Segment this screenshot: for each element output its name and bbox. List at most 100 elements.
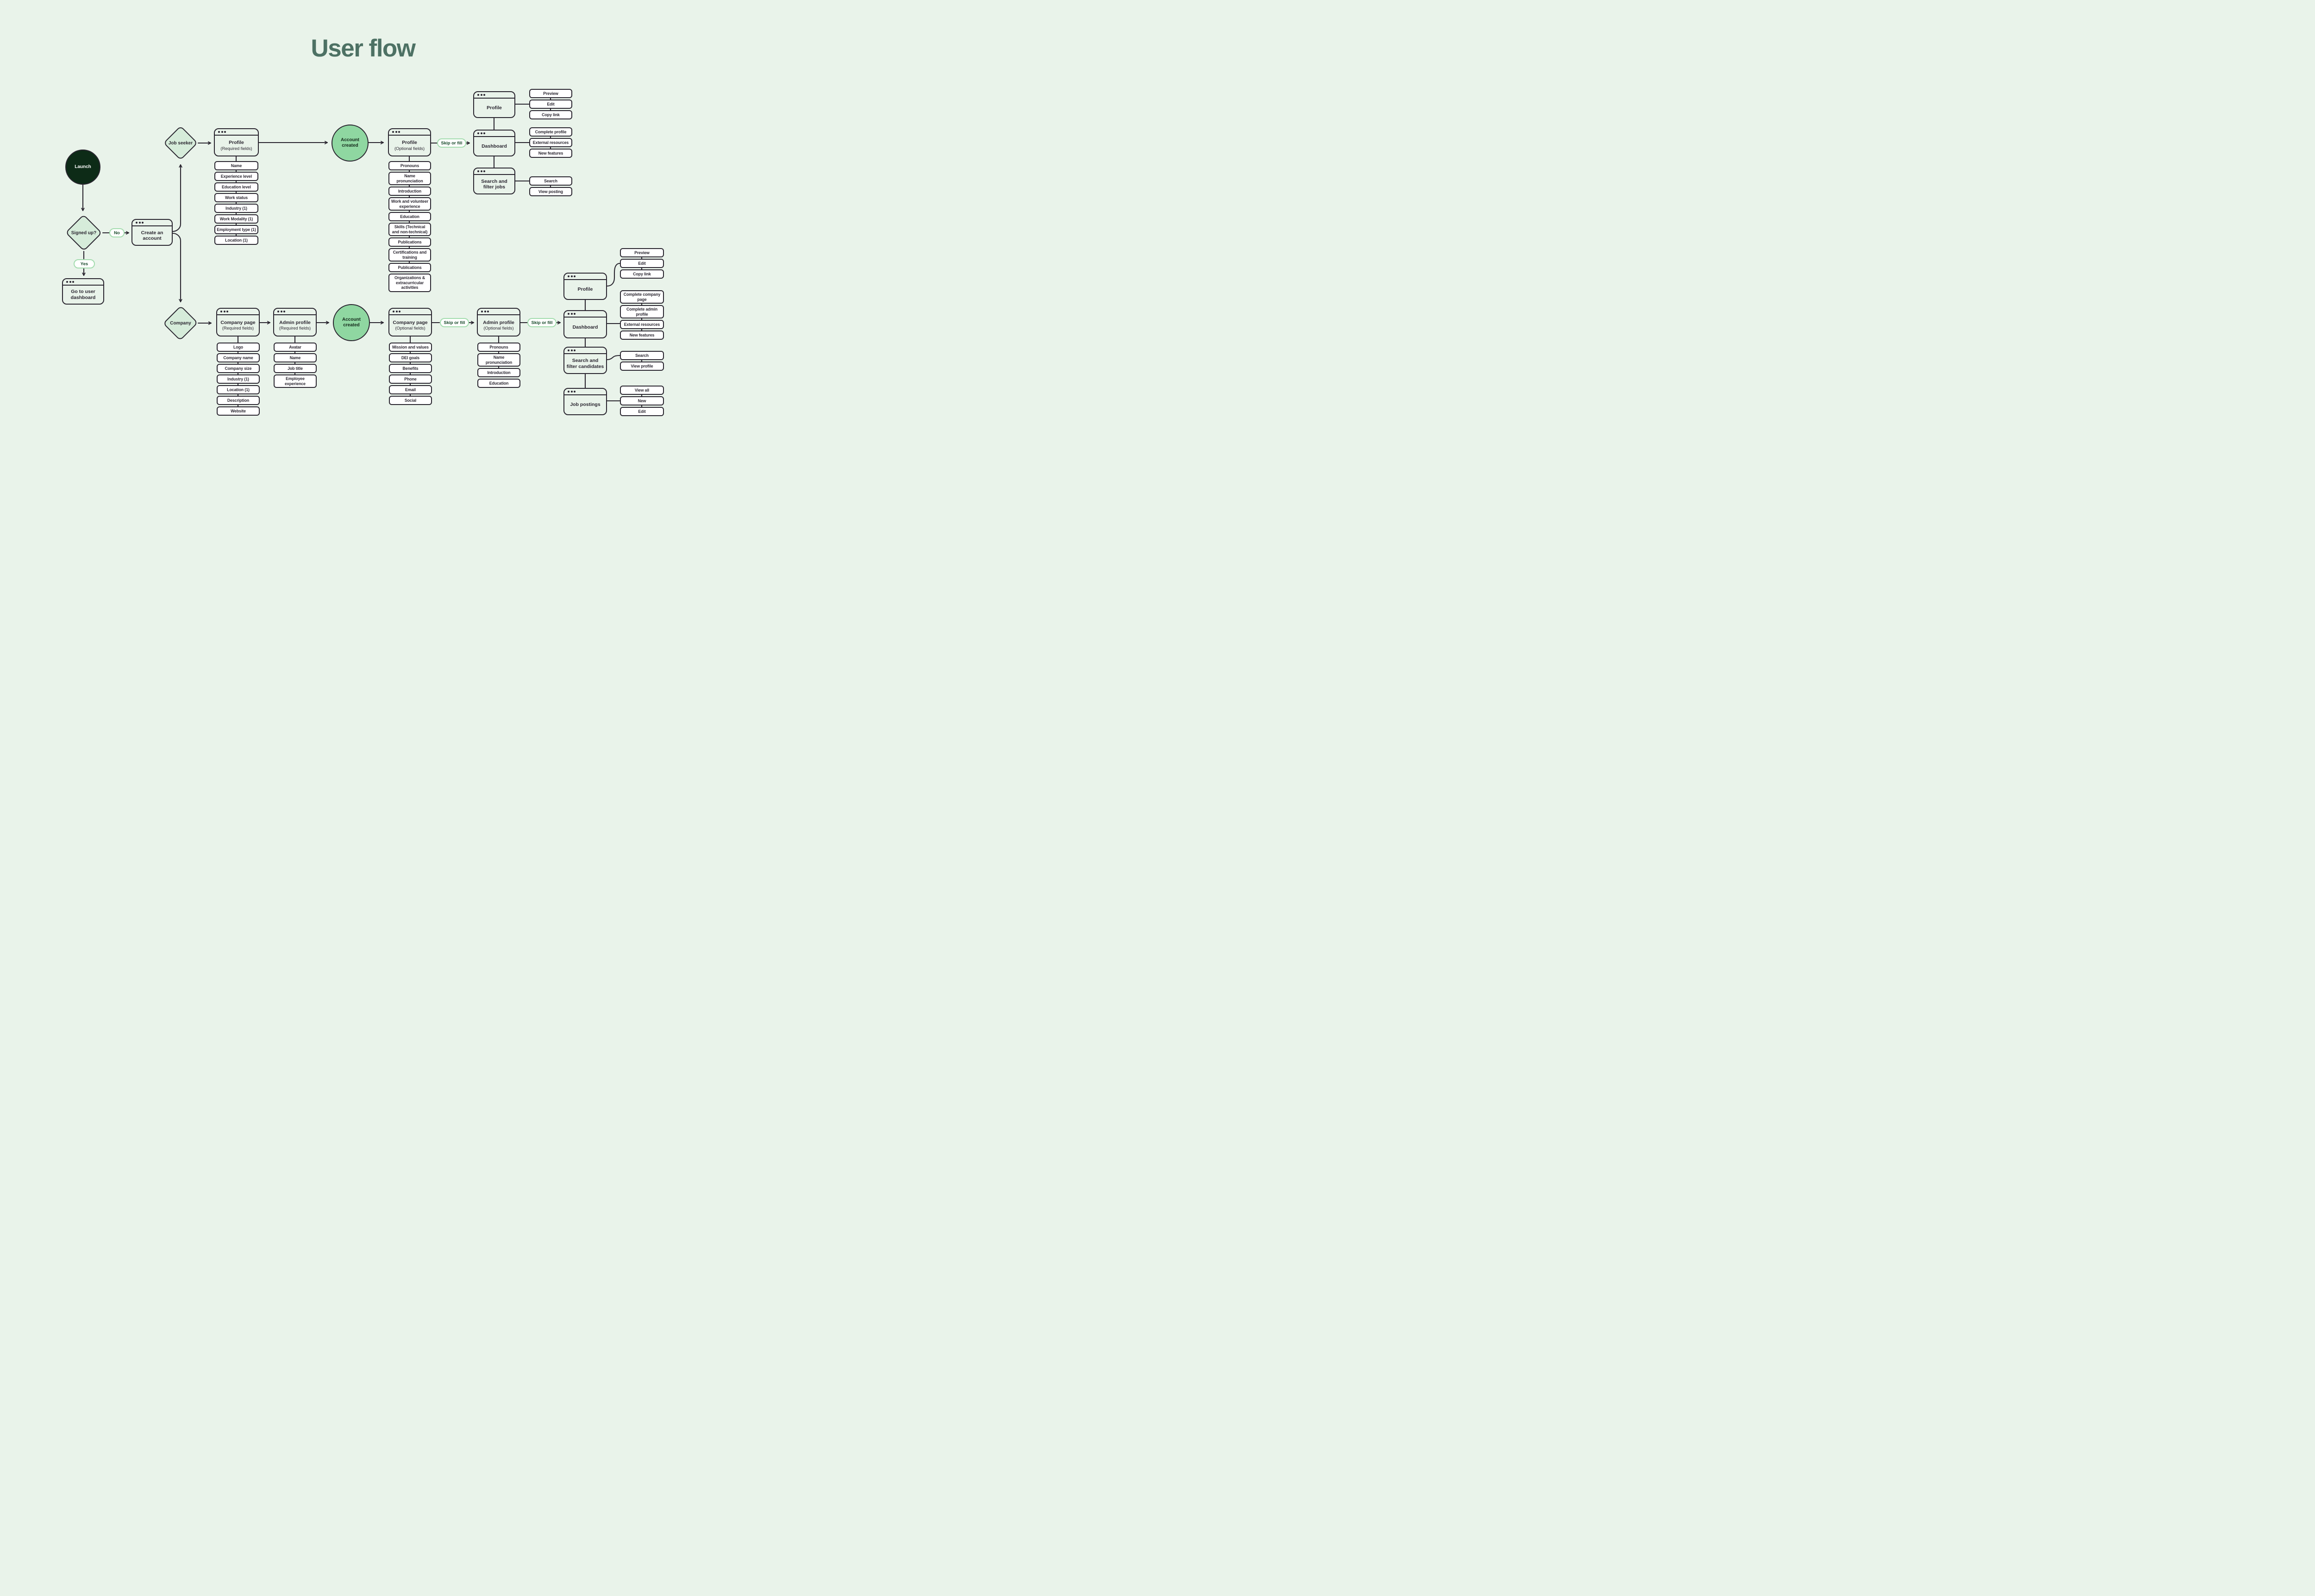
- window-title: Search and filter candidates: [566, 358, 604, 369]
- window-titlebar: [478, 309, 519, 315]
- field-box: Industry (1): [217, 374, 260, 384]
- field-box: Benefits: [389, 364, 432, 373]
- window-title: Dashboard: [482, 143, 507, 149]
- window-dot-icon: [72, 281, 75, 283]
- window-titlebar: [63, 279, 103, 286]
- signed-up-decision: Signed up?: [65, 214, 103, 251]
- window-subtitle: (Required fields): [220, 146, 252, 151]
- signed-up-label: Signed up?: [71, 230, 97, 236]
- field-box: Employee experience: [274, 374, 317, 388]
- window-titlebar: [564, 311, 606, 318]
- window-titlebar: [389, 129, 430, 136]
- window-subtitle: (Optional fields): [394, 146, 425, 151]
- window-profile-company: Profile: [563, 273, 607, 300]
- window-dashboard-company: Dashboard: [563, 310, 607, 338]
- window-dot-icon: [480, 170, 482, 172]
- window-dot-icon: [66, 281, 68, 283]
- action-box: Copy link: [620, 269, 664, 279]
- window-dot-icon: [283, 311, 286, 312]
- skip-or-fill-pill: Skip or fill: [437, 138, 466, 148]
- field-box: Logo: [217, 343, 260, 352]
- field-box: Skills (Technical and non-technical): [388, 223, 431, 237]
- action-box: View posting: [529, 187, 572, 196]
- field-box: Company name: [217, 353, 260, 362]
- window-dot-icon: [483, 132, 486, 134]
- window-dot-icon: [277, 311, 279, 312]
- window-dot-icon: [477, 170, 479, 172]
- window-dot-icon: [570, 275, 573, 277]
- window-dot-icon: [481, 311, 483, 312]
- window-subtitle: (Required fields): [279, 326, 311, 331]
- window-titlebar: [217, 309, 259, 315]
- window-dot-icon: [395, 131, 397, 133]
- window-company-page-optional: Company page (Optional fields): [388, 308, 432, 337]
- company-decision: Company: [163, 305, 198, 341]
- window-admin-profile-optional: Admin profile (Optional fields): [477, 308, 520, 337]
- window-subtitle: (Optional fields): [395, 326, 425, 331]
- field-box: Work status: [214, 193, 258, 202]
- window-profile-seeker: Profile: [473, 91, 515, 118]
- field-box: Phone: [389, 374, 432, 384]
- window-dot-icon: [480, 132, 482, 134]
- field-box: Name: [274, 353, 317, 362]
- window-title: Profile: [402, 140, 417, 146]
- field-box: Employment type (1): [214, 225, 258, 234]
- skip-or-fill-label: Skip or fill: [441, 140, 463, 146]
- window-dot-icon: [570, 313, 573, 315]
- field-box: Company size: [217, 364, 260, 373]
- field-box: Industry (1): [214, 204, 258, 213]
- action-box: External resources: [529, 138, 572, 147]
- window-dot-icon: [574, 391, 576, 393]
- window-dot-icon: [568, 391, 569, 393]
- window-title: Create an account: [141, 230, 163, 241]
- window-dot-icon: [142, 222, 144, 224]
- skip-or-fill-pill: Skip or fill: [440, 318, 469, 327]
- window-dot-icon: [484, 311, 486, 312]
- window-create-account: Create an account: [131, 219, 173, 246]
- window-titlebar: [474, 131, 514, 137]
- window-dot-icon: [399, 311, 401, 312]
- field-box: Mission and values: [389, 343, 432, 352]
- window-dot-icon: [138, 222, 141, 224]
- window-title: Company page: [220, 319, 256, 325]
- window-titlebar: [132, 220, 172, 226]
- window-titlebar: [564, 348, 606, 354]
- action-box: Search: [620, 351, 664, 360]
- window-title: Profile: [229, 140, 244, 146]
- field-box: Education: [388, 212, 431, 222]
- field-box: Location (1): [217, 385, 260, 394]
- field-box: DEI goals: [389, 353, 432, 362]
- action-box: New features: [620, 330, 664, 340]
- window-job-postings: Job postings: [563, 388, 607, 415]
- window-dot-icon: [568, 349, 569, 351]
- field-box: Work and volunteer experience: [388, 197, 431, 211]
- account-created-node: Account created: [332, 125, 369, 162]
- no-label: No: [114, 230, 120, 236]
- field-box: Name pronunciation: [388, 172, 431, 186]
- window-dot-icon: [477, 132, 479, 134]
- window-titlebar: [389, 309, 431, 315]
- field-box: Pronouns: [388, 161, 431, 170]
- action-box: Search: [529, 176, 572, 186]
- window-subtitle: (Required fields): [222, 326, 254, 331]
- window-search-filter-candidates: Search and filter candidates: [563, 347, 607, 374]
- window-dot-icon: [136, 222, 138, 224]
- account-created-node: Account created: [333, 304, 370, 341]
- action-box: Copy link: [529, 110, 572, 119]
- field-box: Website: [217, 406, 260, 416]
- field-box: Job title: [274, 364, 317, 373]
- action-box: Complete company page: [620, 290, 664, 304]
- window-dot-icon: [223, 311, 225, 312]
- action-box: View all: [620, 386, 664, 395]
- field-box: Social: [389, 396, 432, 405]
- window-dot-icon: [574, 313, 576, 315]
- window-dot-icon: [218, 131, 220, 133]
- window-dot-icon: [483, 94, 486, 96]
- window-subtitle: (Optional fields): [483, 326, 514, 331]
